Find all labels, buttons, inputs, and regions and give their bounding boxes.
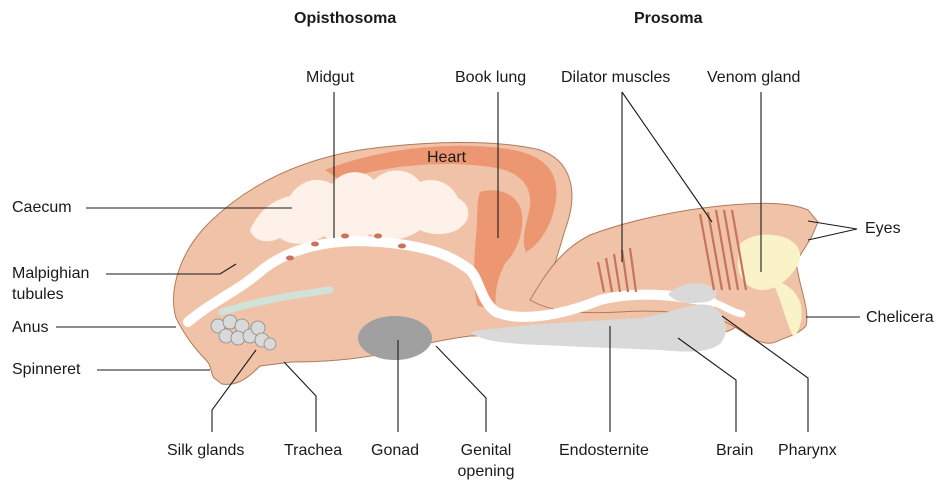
silk-gland-cell <box>264 338 276 350</box>
pharynx-label: Pharynx <box>778 441 837 460</box>
trachea-label: Trachea <box>284 441 342 460</box>
midgut-dot <box>398 244 406 249</box>
heart-label: Heart <box>427 148 466 167</box>
leader-trachea <box>284 362 316 432</box>
leader-eyes-2 <box>808 229 857 240</box>
brain-label: Brain <box>716 441 753 460</box>
gonad-label: Gonad <box>371 441 419 460</box>
genital-opening-label-line1: Genital <box>451 441 521 460</box>
dilator-muscles-label: Dilator muscles <box>561 68 670 87</box>
endosternite-label: Endosternite <box>559 441 649 460</box>
genital-opening-label-line2: opening <box>451 462 521 481</box>
leader-dilator-right <box>622 92 712 222</box>
silk-glands-label: Silk glands <box>167 441 244 460</box>
book-lung-label: Book lung <box>455 68 526 87</box>
midgut-dot <box>311 242 319 247</box>
midgut-dot <box>374 234 382 239</box>
leader-genital <box>436 346 486 432</box>
prosoma-header: Prosoma <box>634 9 702 28</box>
opisthosoma-header: Opisthosoma <box>294 9 396 28</box>
leader-brain <box>678 338 736 432</box>
anus-label: Anus <box>12 318 48 337</box>
midgut-dot <box>341 234 349 239</box>
chelicera-label: Chelicera <box>866 308 934 327</box>
venom-gland-label: Venom gland <box>707 68 800 87</box>
eyes-label: Eyes <box>865 219 901 238</box>
caecum-label: Caecum <box>12 198 72 217</box>
midgut-dot <box>286 256 294 261</box>
spinneret-label: Spinneret <box>12 360 81 379</box>
midgut-label: Midgut <box>306 68 354 87</box>
malpighian-label-line1: Malpighian <box>12 264 89 283</box>
malpighian-label-line2: tubules <box>12 285 64 304</box>
gonad-shape <box>358 316 432 360</box>
